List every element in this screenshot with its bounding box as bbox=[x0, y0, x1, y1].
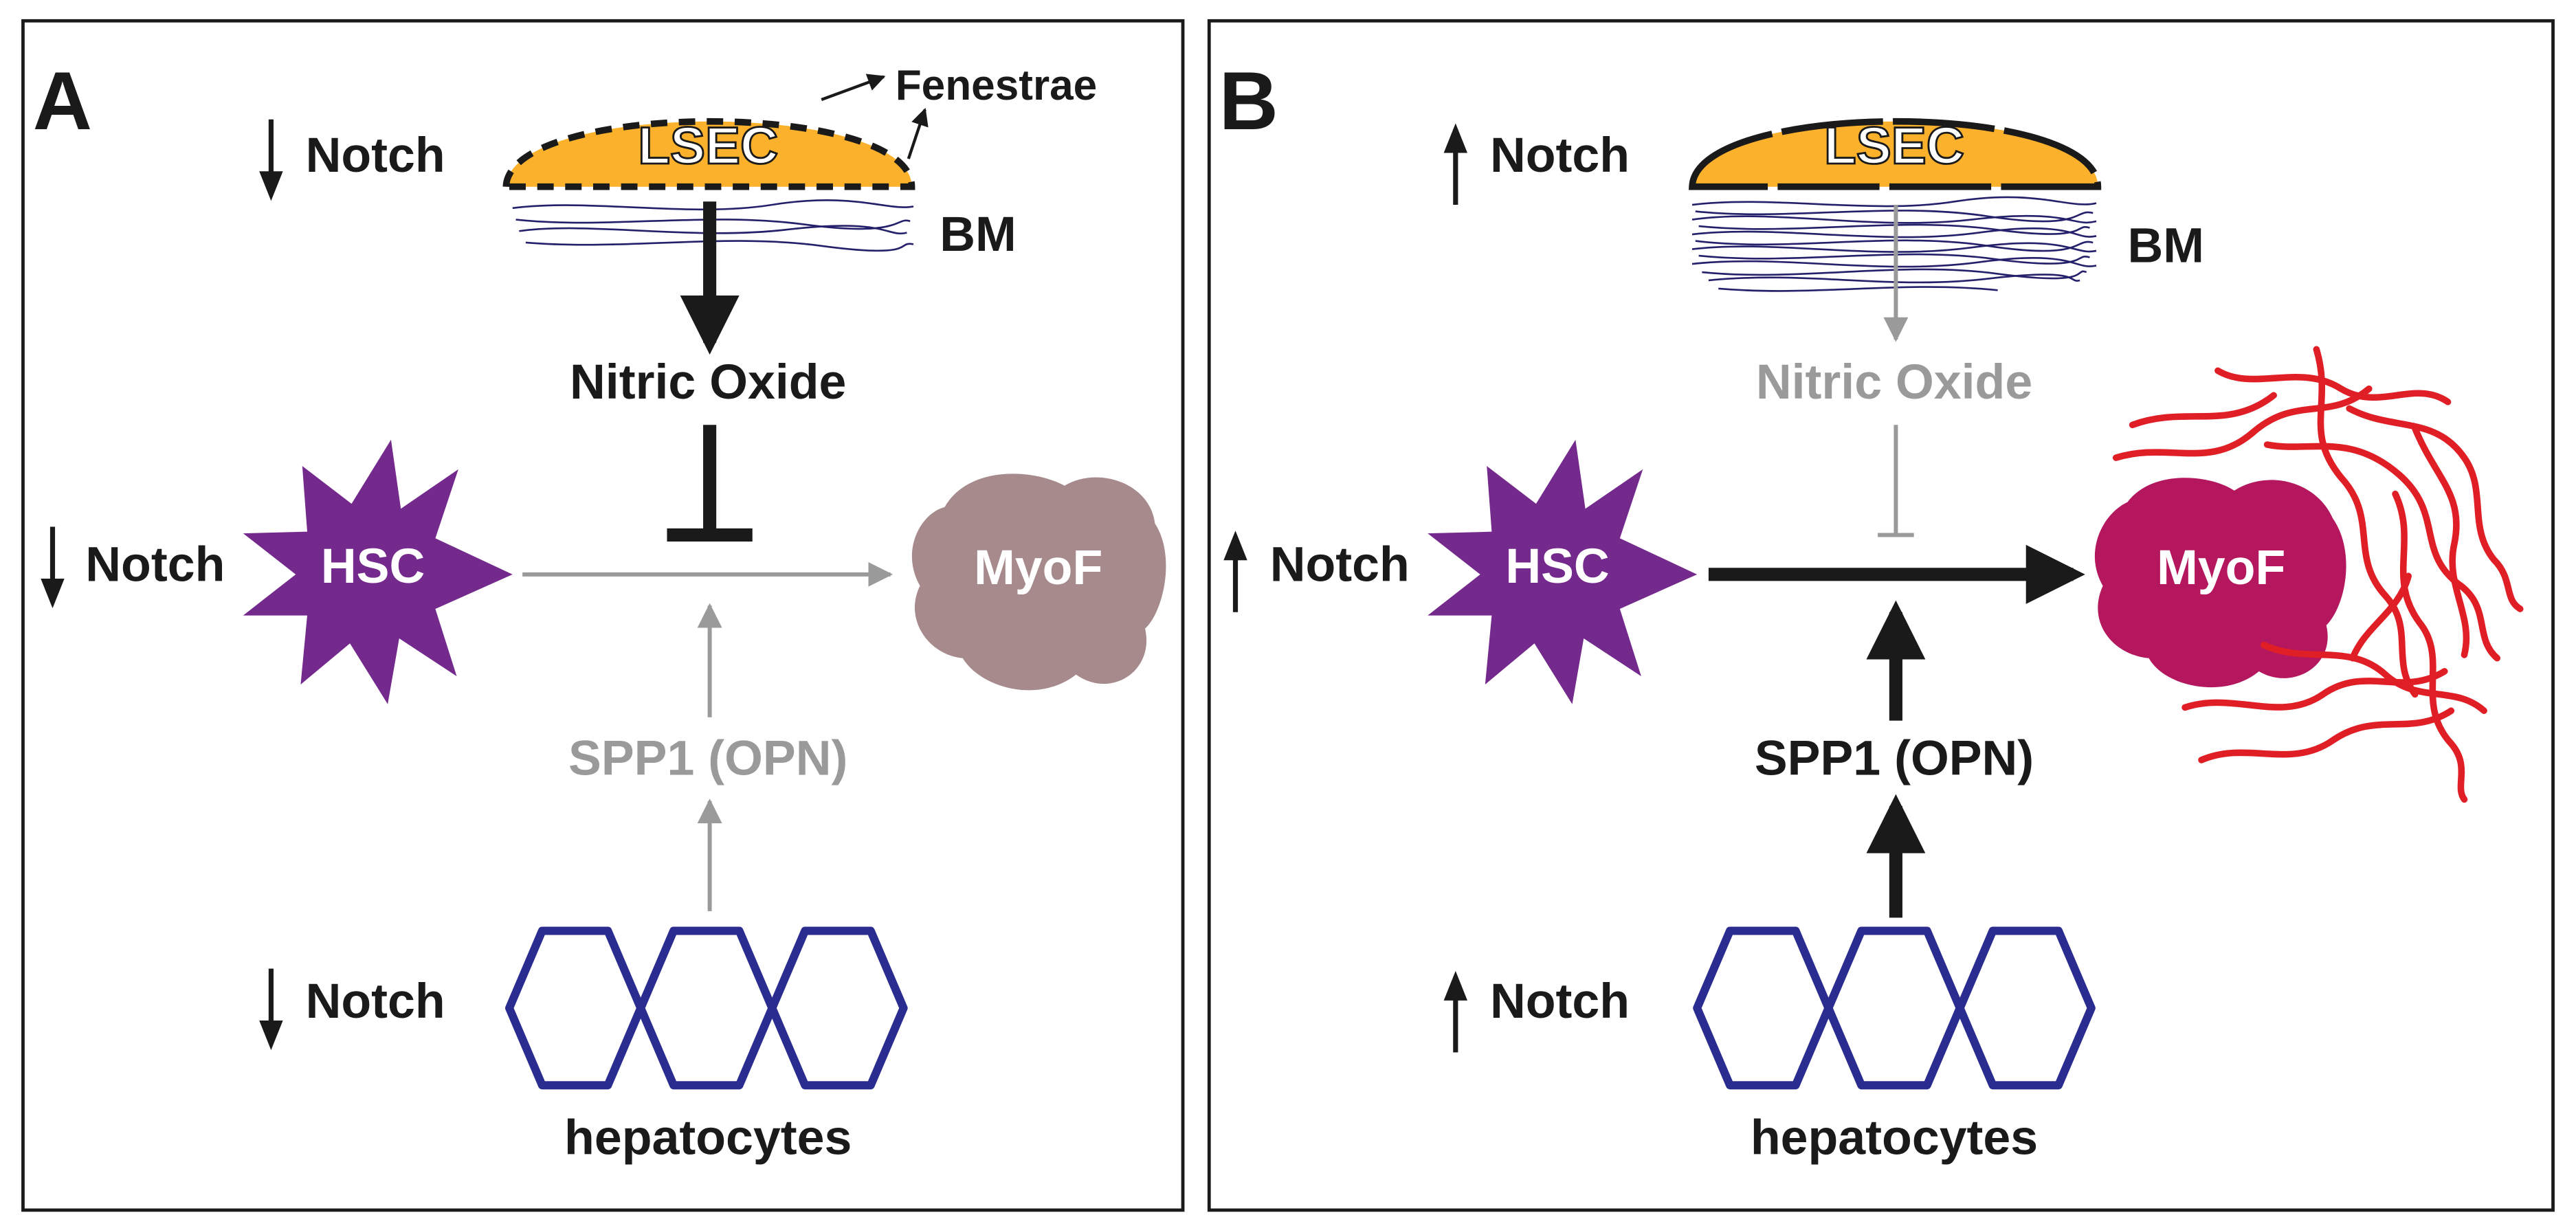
nitric-oxide-label: Nitric Oxide bbox=[1756, 355, 2032, 410]
hepatocytes-label: hepatocytes bbox=[1751, 1111, 2038, 1166]
collagen-fibers bbox=[2112, 346, 2524, 803]
basement-membrane-dense bbox=[1691, 196, 2097, 292]
notch-label-hsc: Notch bbox=[1270, 537, 1410, 592]
spp1-label: SPP1 (OPN) bbox=[1755, 731, 2034, 785]
hsc-label: HSC bbox=[1505, 539, 1609, 594]
hepatocyte-hexagons bbox=[505, 926, 908, 1090]
lsec-cell bbox=[1692, 121, 2098, 187]
myof-label: MyoF bbox=[2157, 540, 2285, 595]
panel-a-border bbox=[21, 19, 1185, 1212]
fenestrae-pointer-1 bbox=[821, 74, 886, 102]
lsec-label: LSEC bbox=[638, 117, 778, 175]
myof-cell bbox=[2094, 478, 2346, 688]
panel-b-letter: B bbox=[1219, 56, 1278, 147]
lsec-border bbox=[1689, 118, 2102, 190]
panel-a-letter: A bbox=[33, 56, 92, 147]
myof-cell bbox=[911, 473, 1166, 691]
notch-label-hep: Notch bbox=[1490, 974, 1630, 1029]
bm-label: BM bbox=[2127, 219, 2203, 274]
myof-label: MyoF bbox=[974, 540, 1102, 595]
basement-membrane-sparse bbox=[512, 199, 914, 252]
hepatocytes-label: hepatocytes bbox=[564, 1111, 852, 1166]
bm-label: BM bbox=[940, 207, 1016, 262]
notch-label-hsc: Notch bbox=[85, 537, 225, 592]
panel-b-border bbox=[1207, 19, 2555, 1212]
spp1-label: SPP1 (OPN) bbox=[568, 731, 847, 785]
nitric-oxide-label: Nitric Oxide bbox=[570, 355, 846, 410]
panel-a: A Notch LSEC Fenestrae BM Nitric Oxide bbox=[21, 19, 1185, 1212]
fenestrae-label: Fenestrae bbox=[896, 62, 1098, 109]
panel-b: B Notch LSEC BM Nitric Oxide bbox=[1207, 19, 2555, 1212]
no-inhibition-bar bbox=[1878, 425, 1914, 537]
hepatocyte-hexagons bbox=[1693, 926, 2096, 1090]
fenestrae-pointer-2 bbox=[907, 107, 929, 159]
lsec-label: LSEC bbox=[1824, 117, 1964, 175]
no-inhibition-bar bbox=[667, 425, 753, 542]
hsc-star-cell bbox=[243, 439, 513, 704]
lsec-fenestrated-border bbox=[502, 118, 915, 190]
notch-label-lsec: Notch bbox=[1490, 128, 1630, 183]
hsc-star-cell bbox=[1428, 439, 1698, 704]
notch-label-hep: Notch bbox=[306, 974, 445, 1029]
notch-label-lsec: Notch bbox=[306, 128, 445, 183]
hsc-label: HSC bbox=[321, 539, 425, 594]
lsec-cell bbox=[506, 121, 912, 187]
